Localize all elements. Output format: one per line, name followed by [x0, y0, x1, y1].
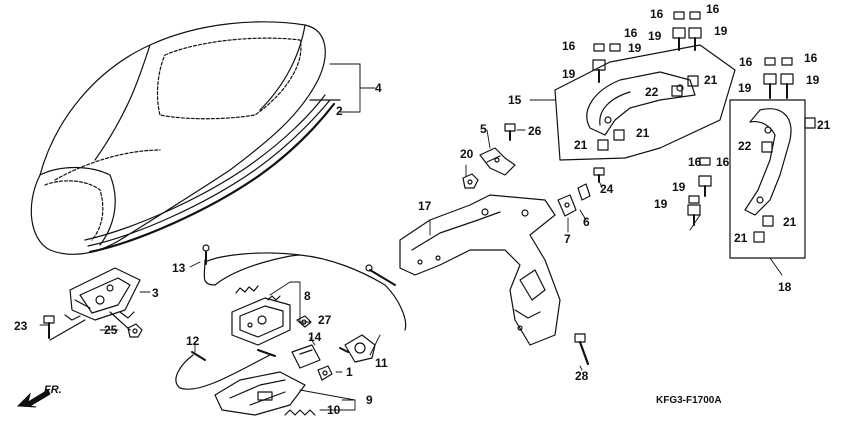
bushings-upper [597, 75, 699, 151]
bolt-26 [504, 123, 516, 141]
callout-label: 19 [738, 81, 752, 95]
callout-label: 1 [346, 365, 353, 379]
cable-13 [202, 244, 407, 331]
callout-label: 19 [628, 41, 642, 55]
direction-arrow-icon [16, 389, 51, 408]
nut-20 [462, 173, 479, 189]
callout-label: 19 [672, 180, 686, 194]
callout-label: 20 [460, 147, 474, 161]
callout-label: 8 [304, 289, 311, 303]
bolt-23 [43, 315, 55, 339]
callout-label: 11 [375, 356, 388, 370]
nut-25 [127, 323, 143, 338]
bolt-cluster-right [763, 57, 794, 99]
callout-label: 19 [806, 73, 820, 87]
callout-label: 19 [648, 29, 662, 43]
callout-label: 19 [654, 197, 668, 211]
key-cylinder [339, 334, 376, 363]
callout-label: 16 [716, 155, 730, 169]
callout-label: 21 [636, 126, 650, 140]
bolt-24 [593, 167, 605, 183]
callout-label: 6 [583, 215, 590, 229]
callout-label: 28 [575, 369, 589, 383]
lower-cover [214, 371, 306, 416]
direction-label: FR. [44, 384, 62, 396]
spring-10 [284, 409, 316, 416]
callout-label: 16 [624, 26, 638, 40]
cable-12 [175, 349, 276, 390]
callout-label: 21 [704, 73, 718, 87]
callout-label: 26 [528, 124, 542, 138]
callout-label: 13 [172, 261, 186, 275]
callout-label: 5 [480, 122, 487, 136]
part-6 [577, 183, 591, 201]
callout-label: 18 [778, 280, 792, 294]
leader-lines [39, 63, 783, 411]
callout-label: 16 [650, 7, 664, 21]
callout-label: 4 [375, 81, 382, 95]
frame-17 [399, 194, 561, 346]
callout-label: 21 [817, 118, 831, 132]
callout-label: 22 [645, 85, 659, 99]
seat-drawing [30, 21, 341, 255]
clip-1 [317, 365, 333, 381]
callout-label: 16 [739, 55, 753, 69]
grab-rail-15 [554, 44, 736, 161]
callout-label: 23 [14, 319, 28, 333]
grab-rail-18 [729, 99, 806, 259]
diagram-code: KFG3-F1700A [656, 395, 722, 406]
callout-label: 3 [152, 286, 159, 300]
callout-label: 16 [706, 2, 720, 16]
callout-label: 21 [734, 231, 748, 245]
bolt-28 [574, 333, 590, 366]
callout-label: 2 [336, 104, 343, 118]
seat-lock [231, 285, 291, 346]
callout-label: 9 [366, 393, 373, 407]
callout-label: 19 [714, 24, 728, 38]
callout-label: 12 [186, 334, 200, 348]
callout-label: 24 [600, 182, 614, 196]
bolt-27 [296, 315, 312, 328]
seat-base-bracket [64, 267, 141, 321]
callout-label: 16 [804, 51, 818, 65]
callout-label: 15 [508, 93, 522, 107]
stay-5 [479, 147, 516, 176]
callout-label: 21 [574, 138, 588, 152]
bolt-cluster-top [592, 11, 702, 83]
bracket-14 [291, 344, 321, 369]
callout-label: 7 [564, 232, 571, 246]
callout-label: 19 [562, 67, 576, 81]
callout-label: 21 [783, 215, 797, 229]
callout-label: 14 [308, 330, 322, 344]
callout-label: 22 [738, 139, 752, 153]
bushings-lower [753, 117, 816, 243]
callout-label: 25 [104, 323, 118, 337]
callout-label: 16 [688, 155, 702, 169]
callout-label: 27 [318, 313, 332, 327]
callout-label: 16 [562, 39, 576, 53]
callout-label: 10 [327, 403, 341, 417]
hook-7 [557, 194, 577, 217]
callout-label: 17 [418, 199, 432, 213]
